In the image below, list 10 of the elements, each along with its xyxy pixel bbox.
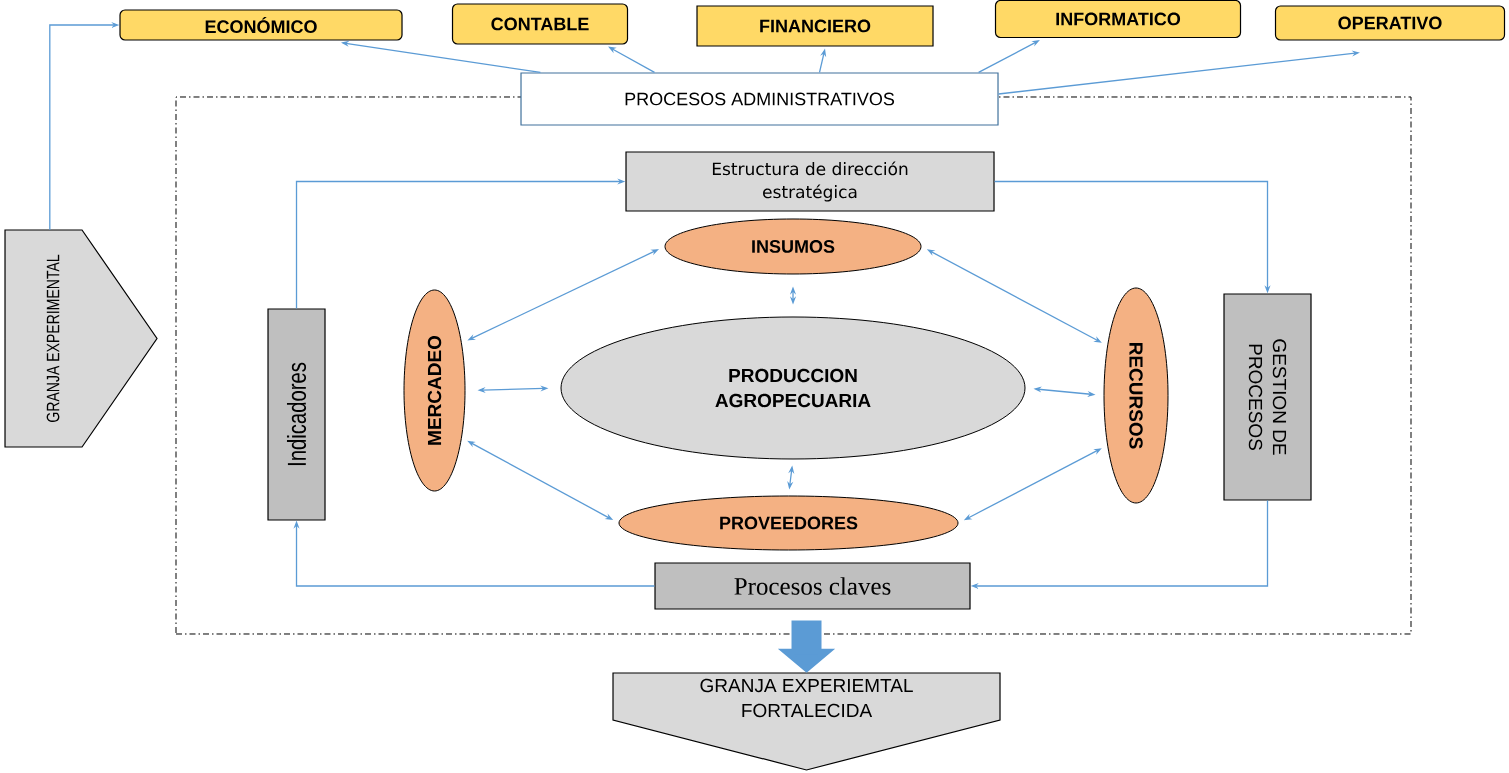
category-box: FINANCIERO	[696, 5, 934, 47]
category-box: CONTABLE	[451, 3, 629, 45]
process-box: PROCESOS ADMINISTRATIVOS	[520, 72, 999, 126]
process-box: GESTION DE PROCESOS	[1223, 293, 1312, 501]
process-box: Procesos claves	[654, 562, 971, 610]
category-box: INFORMATICO	[994, 0, 1242, 39]
category-box: ECONÓMICO	[119, 9, 403, 41]
category-box: OPERATIVO	[1274, 5, 1506, 41]
process-box: Indicadores	[267, 308, 326, 521]
process-box: Estructura de dirección estratégica	[625, 151, 995, 212]
